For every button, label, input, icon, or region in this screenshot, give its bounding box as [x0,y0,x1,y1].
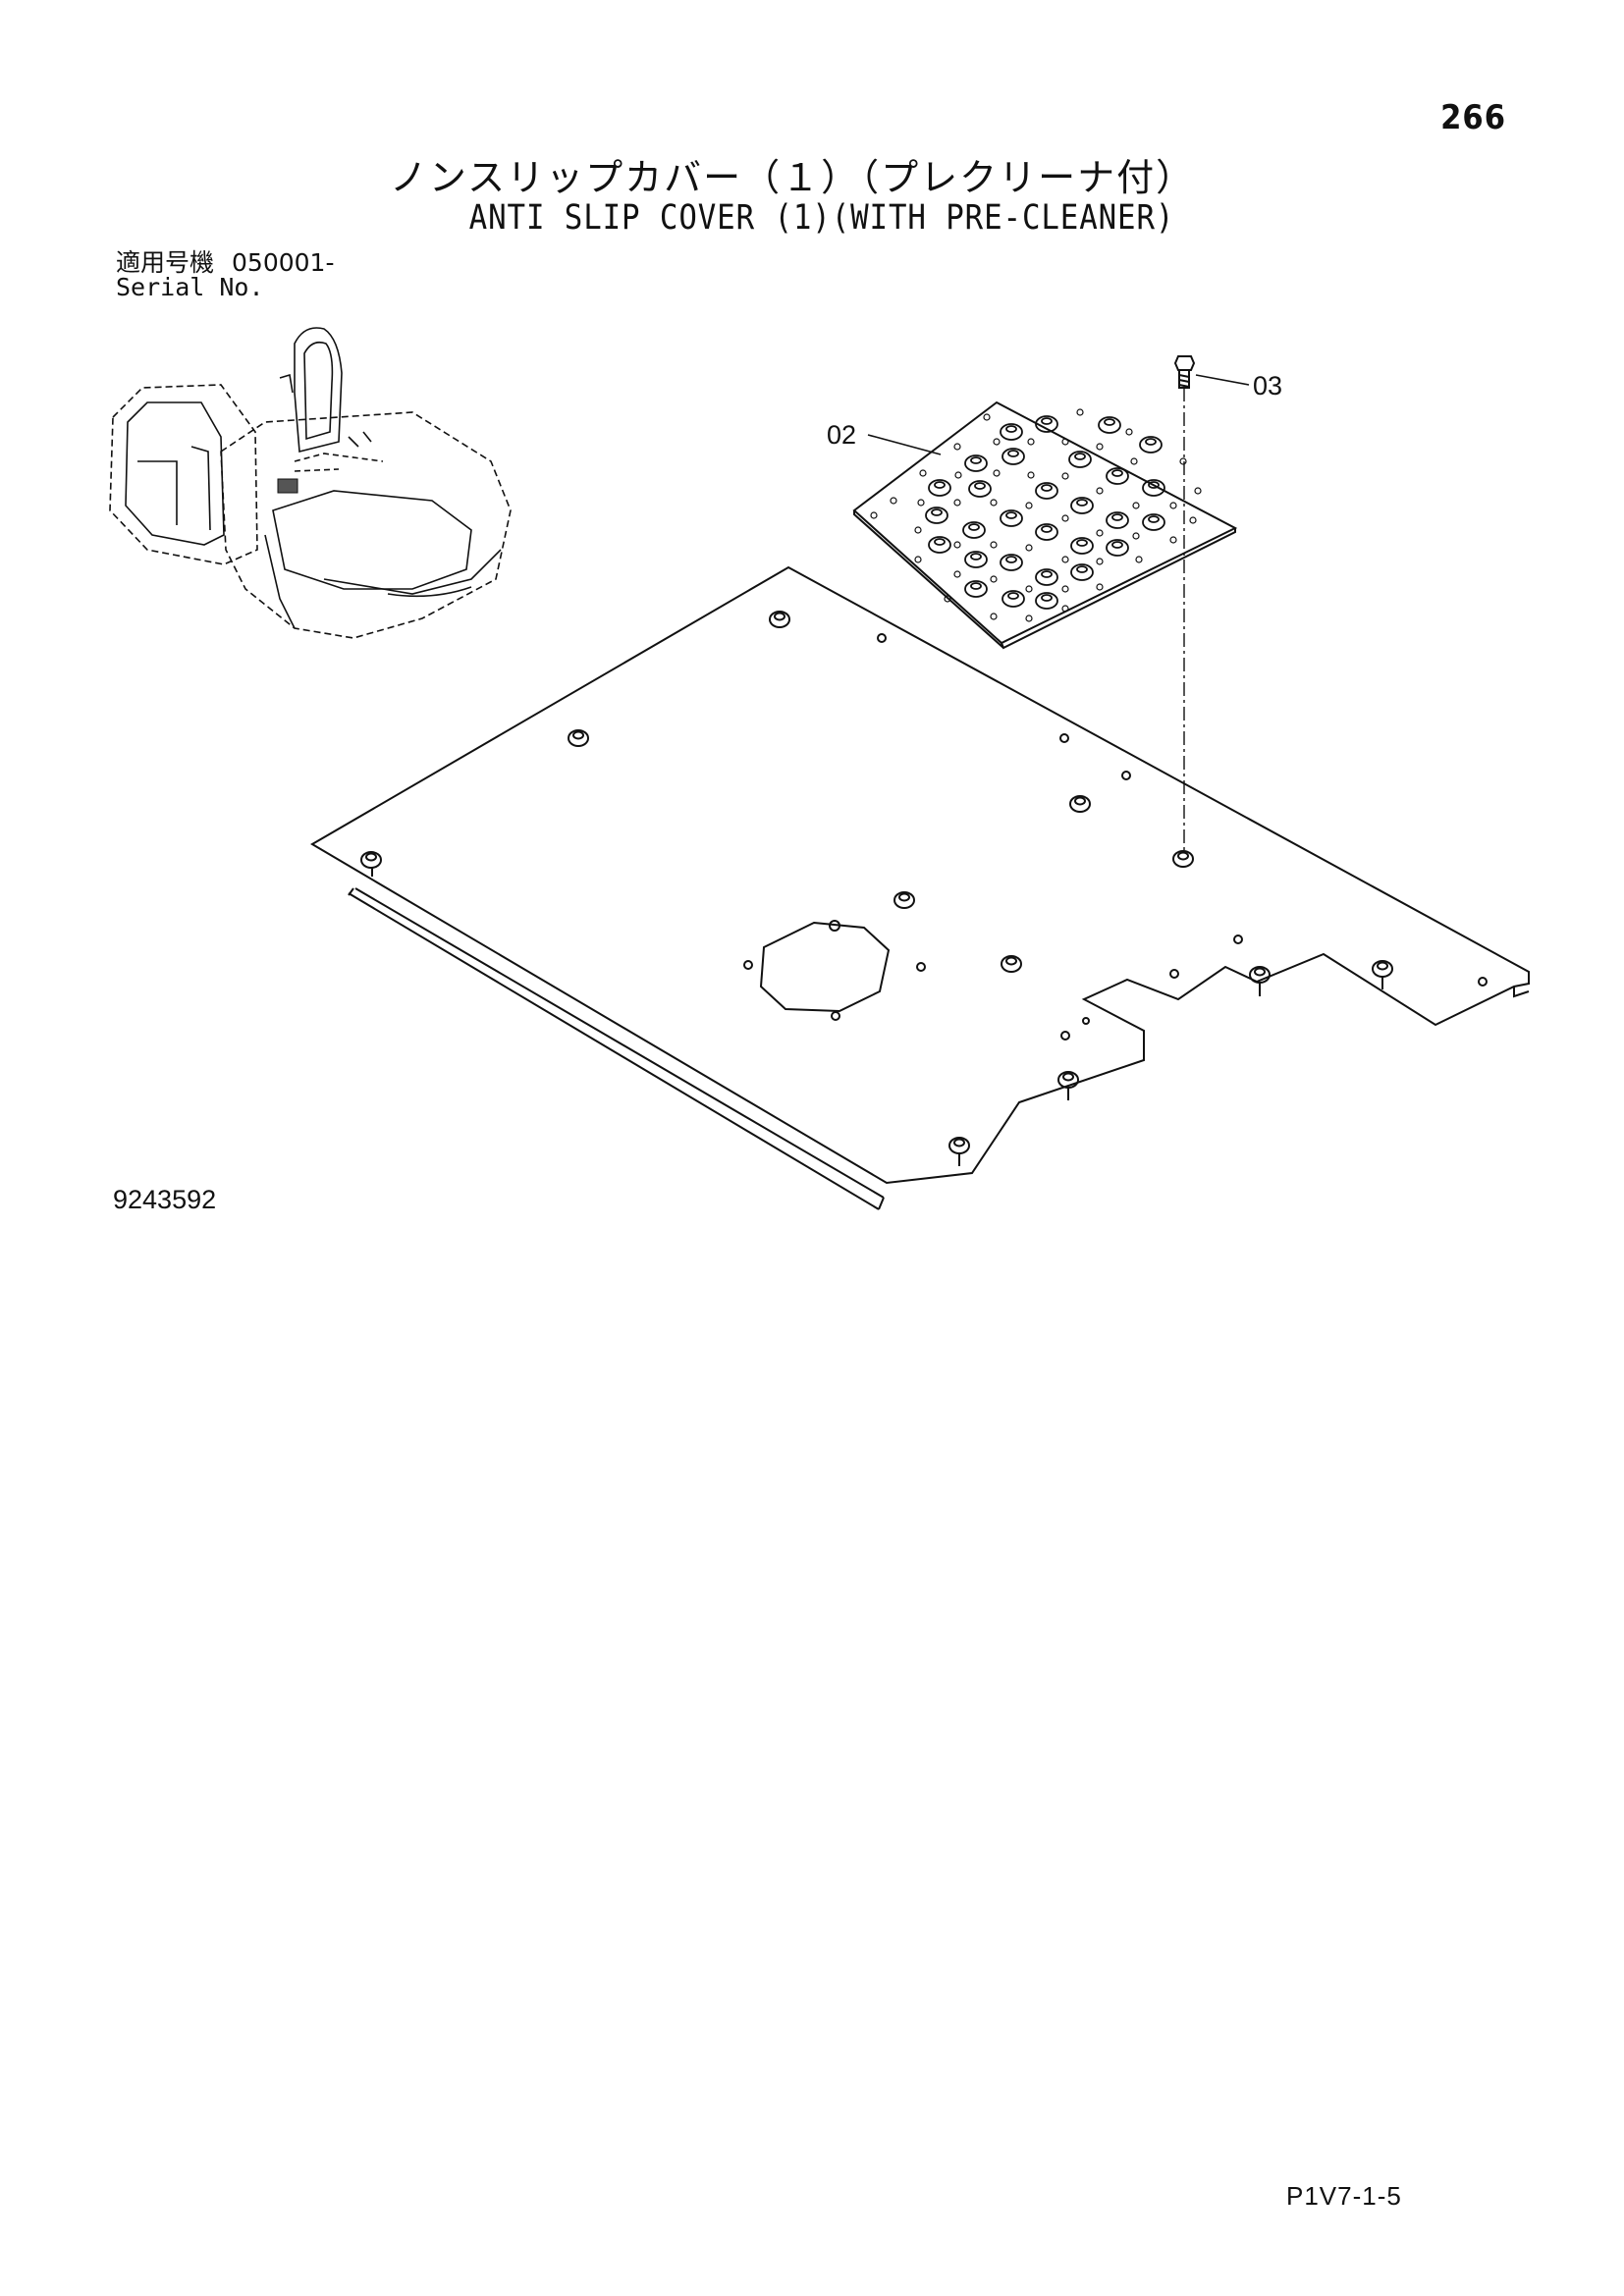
octagonal-opening [759,921,891,1013]
plate-holes [743,633,1488,1041]
floor-cover-plate [310,565,1530,1210]
page-title-jp: ノンスリップカバー（１）（プレクリーナ付） [389,156,1196,199]
page-title-en: ANTI SLIP COVER (1)(WITH PRE-CLEANER) [468,198,1175,238]
footer-code: P1V7-1-5 [1286,2181,1402,2211]
serial-block: 適用号機 050001- Serial No. [116,250,334,299]
bolt-part-03 [1173,355,1196,389]
excavator-thumbnail [109,327,512,639]
serial-label-en: Serial No. [116,273,264,301]
callout-02: 02 [827,420,856,450]
serial-label-jp: 適用号機 [116,248,215,277]
callout-03: 03 [1253,371,1282,400]
leader-line-03 [1195,374,1250,386]
leader-line-02 [867,434,942,455]
serial-value: 050001- [232,248,335,277]
anti-slip-cover [852,400,1238,650]
bolt-bosses [360,611,1393,1154]
page-number: 266 [1440,98,1506,137]
diagram-id: 9243592 [113,1185,217,1214]
